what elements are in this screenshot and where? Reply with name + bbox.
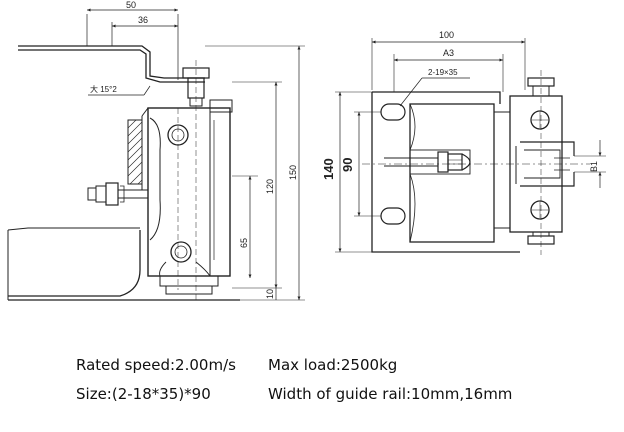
dim-140: 140	[321, 158, 336, 180]
front-view	[335, 38, 606, 255]
front-view-dimensions: 100 A3 2-19×35 140 90 B1	[321, 30, 599, 180]
dim-10: 10	[265, 289, 275, 299]
side-view-dimensions: 50 36 大 15°2 150 120 65 10	[90, 0, 298, 299]
spec-max-load: Max load:2500kg	[268, 356, 398, 374]
dim-b1: B1	[589, 161, 599, 172]
spec-guide-rail: Width of guide rail:10mm,16mm	[268, 385, 513, 403]
dim-65: 65	[239, 238, 249, 248]
dim-36: 36	[138, 15, 148, 25]
side-view	[7, 8, 305, 301]
dim-100: 100	[439, 30, 454, 40]
dim-150: 150	[288, 165, 298, 180]
dim-a3: A3	[443, 48, 454, 58]
dim-120: 120	[265, 179, 275, 194]
spec-size: Size:(2-18*35)*90	[76, 385, 211, 403]
dim-slot: 2-19×35	[428, 68, 458, 77]
spec-rated-speed: Rated speed:2.00m/s	[76, 356, 236, 374]
dim-angle: 大 15°2	[90, 84, 117, 94]
dim-90: 90	[340, 158, 355, 172]
technical-drawing: 50 36 大 15°2 150 120 65 10	[7, 0, 606, 301]
dim-50: 50	[126, 0, 136, 10]
